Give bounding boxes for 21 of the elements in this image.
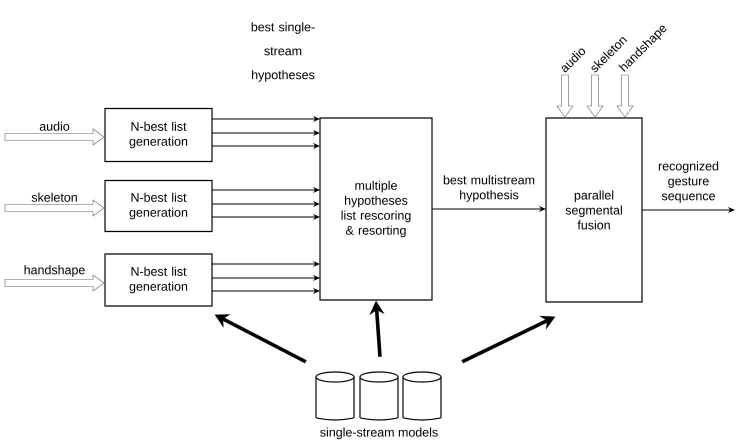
edge-label: skeleton <box>32 192 77 202</box>
annotation: best single-stream hypotheses <box>252 22 315 82</box>
edge-label: best multistream hypothesis <box>444 175 534 202</box>
process-box: multiple hypotheses list rescoring & resorting <box>319 117 433 301</box>
database-cylinder <box>402 371 442 421</box>
edge-label: handshape <box>24 265 85 277</box>
database-cylinder <box>359 371 399 421</box>
block-arrow <box>556 74 574 118</box>
block-arrow <box>616 74 634 118</box>
process-box: N-best list generation <box>104 180 213 232</box>
process-box: parallel segmental fusion <box>545 117 643 303</box>
block-arrow <box>4 199 105 217</box>
edge-label: audio <box>40 122 70 131</box>
block-arrow <box>586 74 604 118</box>
process-box: N-best list generation <box>104 108 213 162</box>
database-cylinder <box>315 371 355 421</box>
process-box: N-best list generation <box>104 253 213 307</box>
node-label: single-stream models <box>320 428 438 440</box>
edge-label: recognized gesture sequence <box>658 161 718 203</box>
block-arrow <box>4 274 105 292</box>
block-arrow <box>4 128 105 146</box>
